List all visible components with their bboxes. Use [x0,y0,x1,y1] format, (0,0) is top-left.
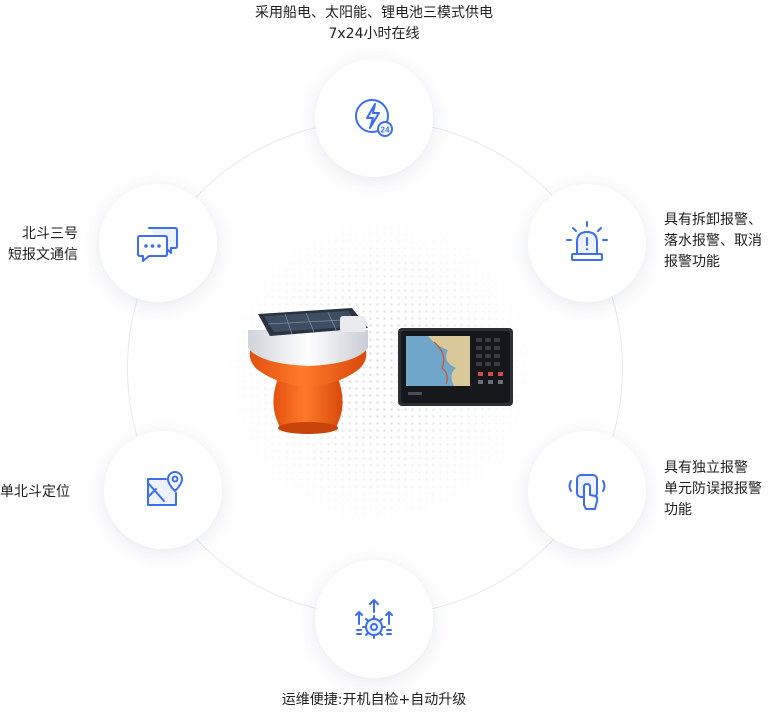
touch-button-icon [568,474,606,510]
alarm-label: 具有拆卸报警、 落水报警、取消 报警功能 [664,210,762,273]
message-label: 北斗三号 短报文通信 [4,224,78,266]
message-node [99,184,217,302]
alarm-label-line-3: 报警功能 [664,254,720,270]
chat-bubbles-icon [137,227,178,262]
power-node: 24 [315,59,433,177]
chart-display-image [398,328,513,406]
power-label-line-2: 7x24小时在线 [328,26,420,42]
button-label-line-1: 具有独立报警 [664,460,748,476]
message-label-line-1: 北斗三号 [22,226,78,242]
power-label-line-1: 采用船电、太阳能、锂电池三模式供电 [255,5,493,21]
upgrade-label-line-1: 运维便捷:开机自检+自动升级 [281,692,467,708]
button-label: 具有独立报警 单元防误报报警 功能 [664,458,762,521]
alarm-label-line-2: 落水报警、取消 [664,233,762,249]
lightning-24-icon: 24 [355,99,393,137]
button-label-line-2: 单元防误报报警 [664,481,762,497]
upgrade-node [315,560,433,678]
location-label: 单北斗定位 [0,482,70,503]
alarm-label-line-1: 具有拆卸报警、 [664,212,762,228]
button-label-line-3: 功能 [664,502,692,518]
power-label: 采用船电、太阳能、锂电池三模式供电 7x24小时在线 [240,3,508,45]
location-node [104,431,222,549]
svg-text:24: 24 [381,126,390,135]
message-label-line-2: 短报文通信 [8,247,78,263]
alarm-node [528,184,646,302]
location-label-line-1: 单北斗定位 [0,484,70,500]
gear-upgrade-icon [355,599,393,639]
button-node [528,431,646,549]
map-pin-icon [147,471,183,506]
alarm-light-icon [566,221,608,261]
orbit-ring [127,120,623,616]
upgrade-label: 运维便捷:开机自检+自动升级 [250,690,498,711]
beacon-device-image [248,308,368,434]
